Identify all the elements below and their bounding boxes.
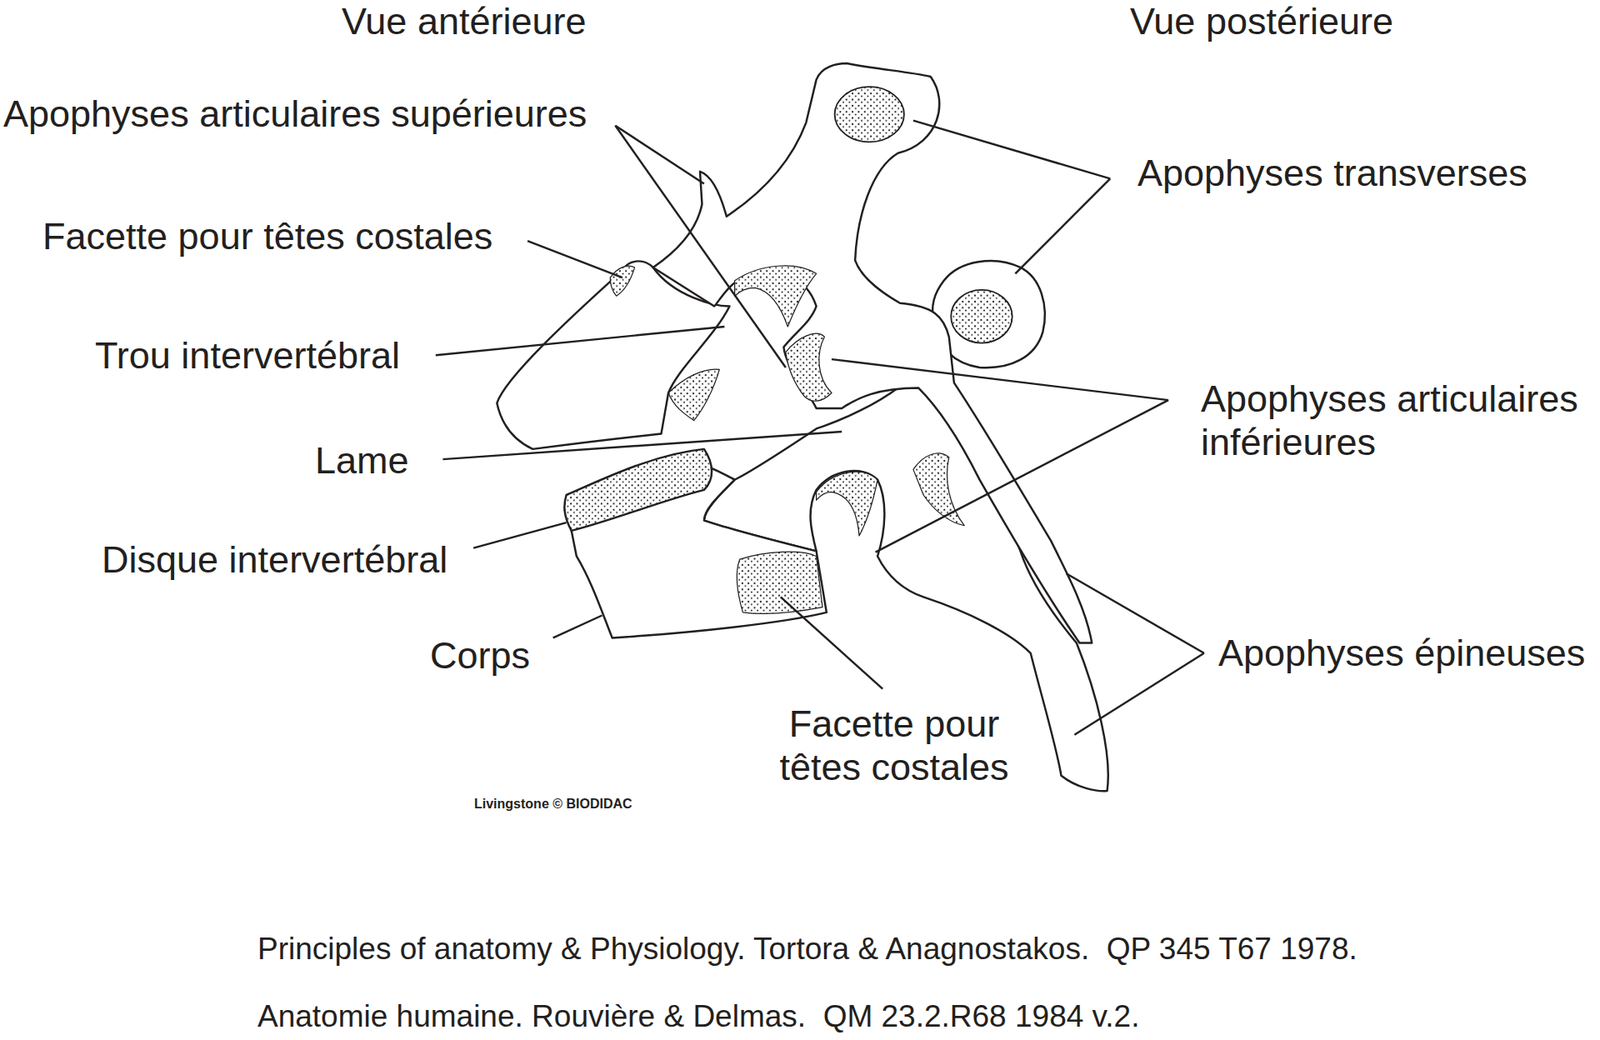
- leader-line: [473, 522, 566, 549]
- leader-lines: [435, 120, 1205, 735]
- leader-line: [1015, 178, 1110, 274]
- leader-line: [553, 615, 603, 638]
- foramen-rim: [735, 265, 817, 327]
- leader-line: [527, 240, 623, 278]
- foramen-rim: [816, 471, 878, 536]
- transverse-facet: [950, 290, 1012, 344]
- part-label: Facette pour têtes costales: [42, 215, 493, 259]
- leader-line: [1074, 653, 1205, 735]
- reference-note: Principles of anatomy & Physiology. Tort…: [257, 931, 1358, 968]
- part-label: Apophyses articulaires inférieures: [1200, 377, 1593, 465]
- costal-facet: [736, 551, 823, 614]
- articular-process: [785, 333, 832, 401]
- part-label: Disque intervertébral: [101, 538, 448, 582]
- part-label: Apophyses articulaires supérieures: [3, 92, 587, 136]
- copyright-credit: Livingstone © BIODIDAC: [474, 796, 633, 812]
- leader-line: [615, 125, 705, 185]
- leader-line: [913, 120, 1110, 180]
- upper-vertebral-arch: [653, 63, 1093, 644]
- costal-facet: [610, 265, 635, 296]
- view-title: Vue antérieure: [341, 0, 587, 44]
- transverse-facet: [835, 86, 905, 142]
- reference-note: Anatomie humaine. Rouvière & Delmas. QM …: [257, 999, 1140, 1035]
- leader-line: [1066, 573, 1205, 654]
- leader-line: [780, 596, 883, 689]
- leader-line: [435, 326, 725, 355]
- part-label: Apophyses épineuses: [1218, 631, 1585, 675]
- part-label: Lame: [315, 439, 410, 483]
- view-title: Vue postérieure: [1130, 0, 1394, 44]
- articular-surface: [668, 369, 720, 421]
- part-label: Corps: [430, 634, 530, 678]
- part-label: Trou intervertébral: [95, 334, 400, 378]
- leader-line: [442, 431, 842, 460]
- leader-line: [875, 400, 1169, 552]
- leader-line: [831, 359, 1169, 400]
- part-label: Apophyses transverses: [1137, 151, 1528, 195]
- articular-process: [913, 453, 965, 526]
- part-label: Facette pour têtes costales: [769, 702, 1020, 790]
- intervertebral-disc: [564, 449, 712, 531]
- leader-line: [615, 125, 785, 368]
